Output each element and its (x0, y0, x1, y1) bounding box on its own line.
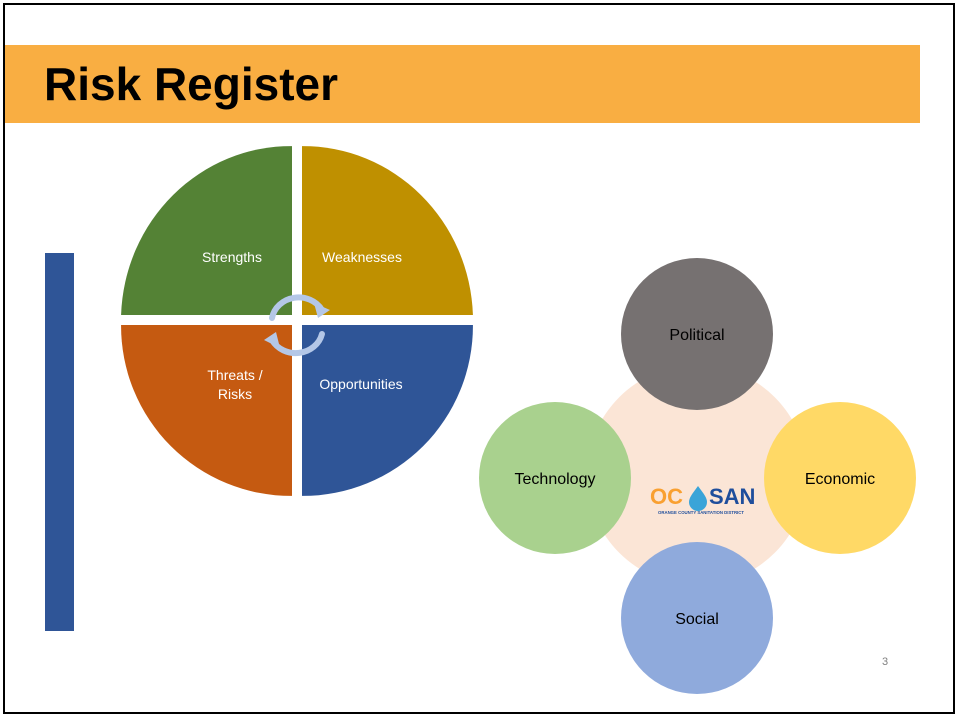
swot-threats-segment (121, 325, 292, 496)
swot-weaknesses-label: Weaknesses (322, 249, 402, 265)
swot-opportunities-label: Opportunities (319, 376, 402, 392)
pest-political-circle (621, 258, 773, 410)
page-number: 3 (881, 656, 889, 668)
logo-subtitle: ORANGE COUNTY SANITATION DISTRICT (658, 510, 744, 515)
left-accent-bar (45, 253, 74, 631)
pest-center-circle (587, 365, 807, 585)
swot-opportunities-segment (302, 325, 473, 496)
ocsan-logo: OC SAN ORANGE COUNTY SANITATION DISTRICT (650, 484, 755, 515)
pest-social-label: Social (675, 611, 719, 628)
swot-threats-label-line2: Risks (218, 386, 252, 402)
svg-text:OC: OC (650, 484, 683, 509)
circular-arrows-icon (264, 294, 330, 357)
swot-diagram: Strengths Weaknesses Threats / Risks Opp… (121, 146, 473, 496)
water-drop-icon (689, 486, 707, 511)
swot-strengths-label: Strengths (202, 249, 262, 265)
pest-technology-circle (479, 402, 631, 554)
pest-economic-circle (764, 402, 916, 554)
pest-social-circle (621, 542, 773, 694)
pest-political-label: Political (669, 327, 724, 344)
swot-threats-label-line1: Threats / (207, 367, 262, 383)
pest-technology-label: Technology (515, 471, 596, 488)
swot-strengths-segment (121, 146, 292, 315)
slide-border (3, 3, 955, 714)
title-bar (5, 45, 920, 123)
swot-weaknesses-segment (302, 146, 473, 315)
pest-diagram: OC SAN ORANGE COUNTY SANITATION DISTRICT… (479, 258, 916, 694)
pest-economic-label: Economic (805, 471, 875, 488)
svg-text:SAN: SAN (709, 484, 755, 509)
slide-title: Risk Register (44, 58, 339, 110)
